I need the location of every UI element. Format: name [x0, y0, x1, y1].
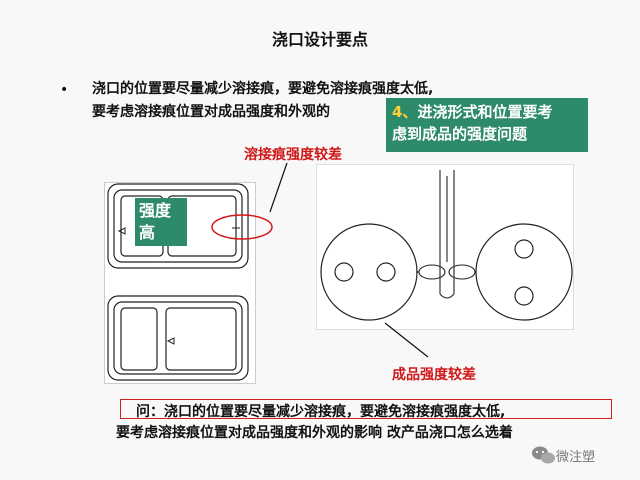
weld-pointer-line	[269, 162, 288, 213]
strength-high-line-2: 高	[139, 223, 156, 242]
question-line-2: 要考虑溶接痕位置对成品强度和外观的影响 改产品浇口怎么选着	[116, 425, 513, 441]
watermark-text: 微注塑	[556, 450, 596, 465]
left-bottom-part	[107, 295, 249, 381]
product-weak-label: 成品强度较差	[392, 367, 476, 383]
weld-line-weak-label: 溶接痕强度较差	[244, 147, 342, 163]
bullet-marker: •	[60, 82, 69, 98]
callout-number: 4、	[392, 103, 418, 121]
sprue-runner	[416, 170, 476, 299]
left-bottom-gate-mark	[166, 337, 175, 345]
weld-line-highlight-ellipse	[211, 214, 273, 240]
bullet-line-1: 浇口的位置要尽量减少溶接痕，要避免溶接痕强度太低,	[92, 81, 434, 97]
strength-high-line-1: 强度	[139, 201, 172, 220]
question-highlight-box	[120, 399, 612, 419]
product-pointer-line	[384, 322, 429, 358]
question-line-1: 问：浇口的位置要尽量减少溶接痕，要避免溶接痕强度太低,	[136, 404, 506, 420]
page-title: 浇口设计要点	[271, 30, 368, 49]
callout-box: 4、进浇形式和位置要考 虑到成品的强度问题	[386, 98, 588, 152]
callout-text-1: 进浇形式和位置要考	[417, 103, 553, 121]
callout-line-2: 虑到成品的强度问题	[392, 125, 528, 143]
wechat-icon	[532, 446, 555, 464]
left-top-gate-mark	[117, 227, 126, 235]
callout-line-1: 4、进浇形式和位置要考	[392, 101, 582, 123]
strength-high-tag: 强度 高	[135, 198, 187, 246]
bullet-line-2: 要考虑溶接痕位置对成品强度和外观的	[92, 104, 330, 120]
